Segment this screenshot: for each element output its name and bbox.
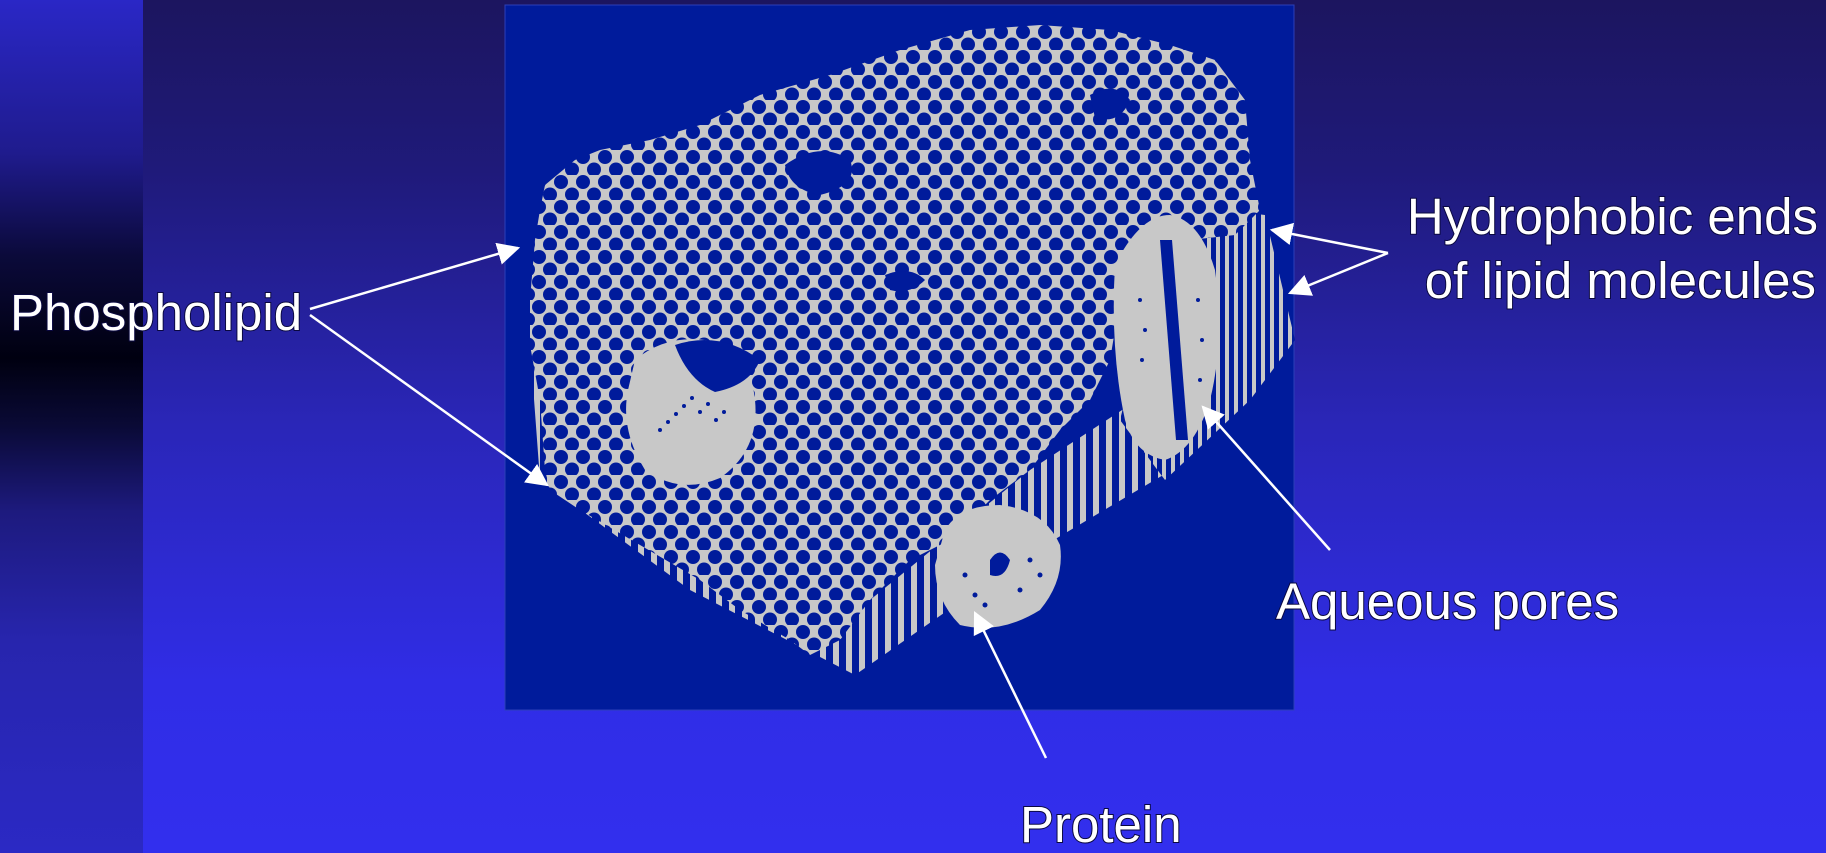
phospholipid-arrow-upper	[310, 248, 518, 309]
phospholipid-label: Phospholipid	[10, 284, 302, 341]
protein-label: Protein	[1020, 796, 1182, 853]
aqueous-pores-label: Aqueous pores	[1276, 573, 1619, 630]
hydrophobic-label-line2: of lipid molecules	[1425, 252, 1816, 309]
hydrophobic-arrow-lower	[1290, 253, 1388, 293]
hydrophobic-label-line1: Hydrophobic ends	[1407, 188, 1818, 245]
